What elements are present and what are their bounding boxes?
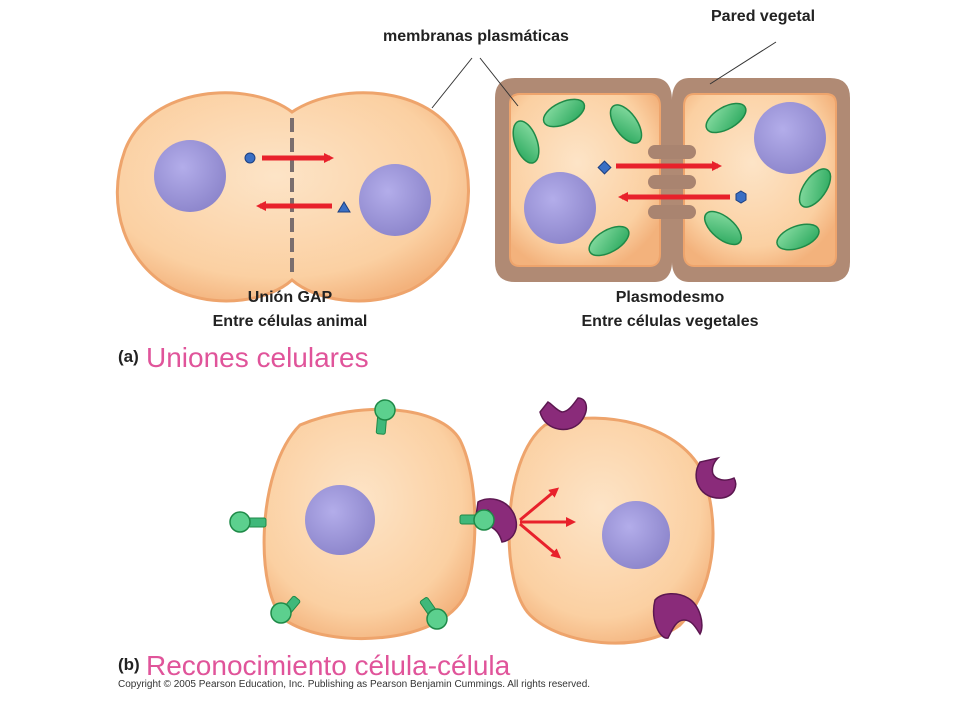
glycoprotein-left [229, 511, 267, 533]
glycoprotein-bottom-right [419, 597, 448, 630]
glycoprotein-bound [459, 509, 495, 531]
receptor-right [695, 456, 737, 499]
chloroplast [542, 98, 586, 128]
leader-line [431, 57, 473, 109]
nucleus-right [754, 102, 826, 174]
glycoprotein-top [374, 399, 396, 435]
nucleus-right [602, 501, 670, 569]
plant-cell-left [509, 93, 661, 267]
chloroplast [705, 102, 747, 134]
nucleus-left [305, 485, 375, 555]
chloroplast [703, 210, 743, 246]
leader-line [709, 41, 777, 85]
panel-a-title: Uniones celulares [146, 342, 369, 373]
plasmodesmata-cells [495, 78, 850, 282]
copyright-notice: Copyright © 2005 Pearson Education, Inc.… [118, 679, 591, 690]
chloroplast [609, 104, 643, 144]
label-pared-vegetal: Pared vegetal [711, 8, 816, 25]
panel-b-letter: (b) [118, 655, 140, 674]
recognition-cells [229, 397, 737, 645]
label-plasmo-title: Plasmodesmo [615, 289, 725, 306]
signal-arrow-down [519, 522, 562, 559]
small-molecule-diamond [597, 160, 612, 175]
plasmodesma-channel [648, 175, 696, 189]
plasmodesma-channel [648, 145, 696, 159]
nucleus-right [359, 164, 431, 236]
gap-junction-cells [115, 91, 470, 303]
label-plasmo-sub: Entre células vegetales [581, 313, 759, 330]
panel-a-letter: (a) [118, 347, 139, 366]
chloroplast [798, 168, 832, 208]
glycoprotein-bottom-left [270, 595, 301, 624]
nucleus-left [524, 172, 596, 244]
nucleus-left [154, 140, 226, 212]
chloroplast [776, 223, 820, 251]
label-gap-sub: Entre células animal [212, 313, 368, 330]
plasmodesma-channel [648, 205, 696, 219]
panel-b-title: Reconocimiento célula-célula [146, 650, 511, 681]
leader-line [479, 57, 519, 107]
small-molecule-hexagon [735, 190, 747, 204]
receptor-top [539, 397, 588, 431]
chloroplast [588, 225, 630, 257]
label-membranas: membranas plasmáticas [383, 28, 569, 45]
label-gap-title: Unión GAP [247, 289, 333, 306]
chloroplast [512, 120, 540, 164]
receptor-bottom [653, 593, 703, 639]
signal-arrow-up [519, 487, 560, 522]
small-molecule-triangle [337, 201, 351, 213]
small-molecule-circle [244, 152, 256, 164]
